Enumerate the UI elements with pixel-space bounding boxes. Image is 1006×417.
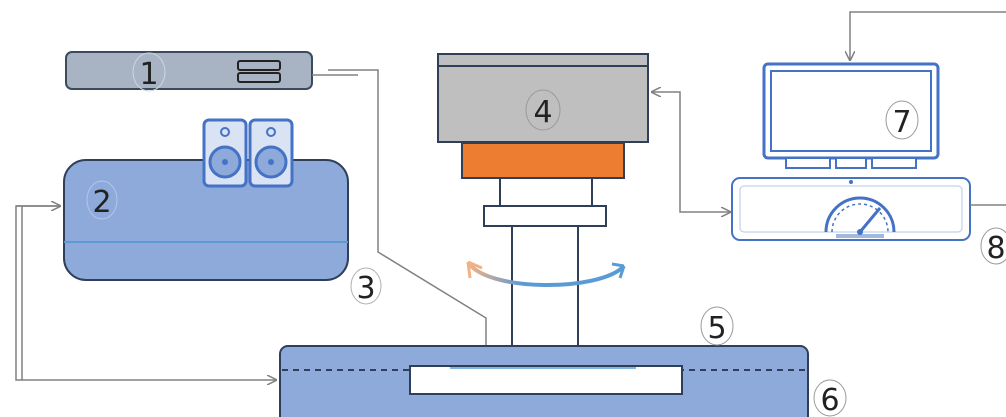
- label-3: 3: [356, 271, 375, 306]
- signal-cable: 3: [312, 69, 487, 362]
- signal-generator: 1: [65, 51, 313, 92]
- monitor-icon: 7: [762, 62, 940, 169]
- label-1: 1: [139, 57, 158, 92]
- motor-assembly: 4: [437, 53, 649, 369]
- connector-lines: [15, 11, 1006, 380]
- amplifier: 2: [63, 159, 349, 281]
- speedometer-icon: [824, 196, 896, 238]
- label-5: 5: [707, 311, 726, 346]
- label-2: 2: [92, 185, 111, 220]
- generator-display-icon: [237, 60, 281, 83]
- controller-unit: 8: [731, 177, 1006, 266]
- water-tank: 5 6: [279, 306, 847, 417]
- label-7: 7: [892, 105, 911, 140]
- label-4: 4: [533, 95, 552, 130]
- label-6: 6: [820, 383, 839, 417]
- speaker-icon: [202, 118, 294, 188]
- label-8: 8: [986, 231, 1005, 266]
- rotation-arrow-icon: [466, 260, 626, 287]
